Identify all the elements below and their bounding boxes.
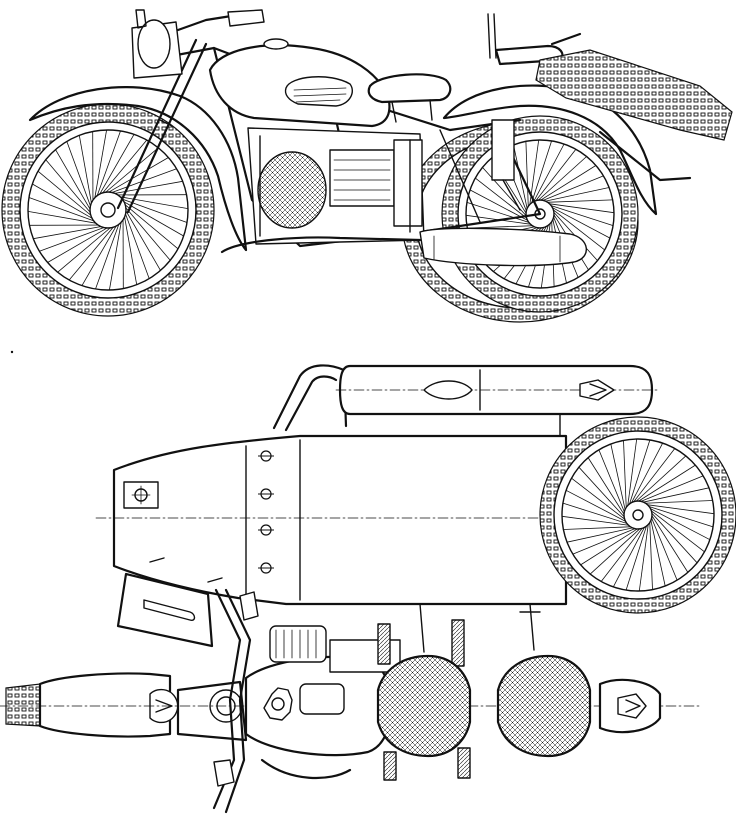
engine-top	[269, 603, 541, 781]
sidecar-bolts	[258, 450, 274, 574]
front-fender	[28, 86, 248, 252]
handlebar-top	[212, 588, 352, 814]
spoke	[600, 518, 650, 582]
handlebar	[176, 9, 265, 32]
spoke	[631, 487, 710, 505]
spoke	[612, 516, 651, 588]
spoke	[625, 439, 651, 516]
spare-wheel-top	[335, 364, 661, 416]
spoke	[561, 515, 641, 528]
spoke	[626, 448, 676, 512]
front-fork	[116, 38, 208, 214]
sheet-mark	[10, 350, 14, 354]
sidecar-body	[95, 434, 681, 606]
sidecar-strut	[598, 130, 692, 182]
rear-fender-top	[5, 672, 179, 738]
spoke	[633, 500, 713, 505]
spoke	[646, 507, 678, 581]
spoke	[625, 514, 651, 591]
spoke	[627, 455, 687, 510]
tool-box	[116, 557, 223, 648]
spoke	[625, 442, 664, 514]
spoke	[563, 525, 643, 530]
spoke	[580, 522, 648, 566]
sidecar-wheel-top	[539, 416, 736, 614]
sidecar-wheel-spokes	[561, 438, 715, 592]
front-wheel	[1, 103, 215, 317]
spoke	[628, 464, 696, 508]
spoke	[645, 505, 689, 573]
top-view	[0, 364, 736, 814]
engine-side	[247, 127, 425, 245]
spoke	[641, 503, 705, 553]
rear-shock	[491, 119, 521, 211]
spare-tire-rack	[535, 49, 733, 141]
rider-seat	[367, 73, 452, 123]
spoke	[598, 449, 630, 523]
spoke	[639, 502, 711, 541]
spoke	[572, 523, 646, 555]
spoke	[578, 466, 633, 526]
headlight	[131, 9, 183, 79]
exhaust-pipe	[220, 227, 587, 267]
headlight-top	[598, 678, 662, 734]
spoke	[610, 443, 628, 522]
spoke	[587, 457, 631, 525]
seats-top	[176, 680, 248, 742]
fuel-tank	[208, 38, 391, 128]
spoke	[638, 512, 651, 592]
spoke	[566, 525, 645, 543]
spoke	[571, 477, 635, 527]
spoke	[635, 502, 715, 515]
spoke	[589, 520, 649, 575]
spoke	[565, 489, 637, 528]
spoke	[637, 502, 714, 528]
spoke	[630, 475, 704, 507]
spoke	[562, 502, 639, 528]
spoke	[623, 440, 628, 520]
side-view	[1, 9, 733, 323]
spoke	[643, 504, 698, 564]
rear-fender	[442, 84, 658, 216]
spoke	[648, 508, 666, 587]
cylinder-left	[376, 654, 472, 758]
cylinder-right	[496, 654, 592, 758]
spoke	[625, 438, 638, 518]
spoke	[648, 510, 653, 590]
